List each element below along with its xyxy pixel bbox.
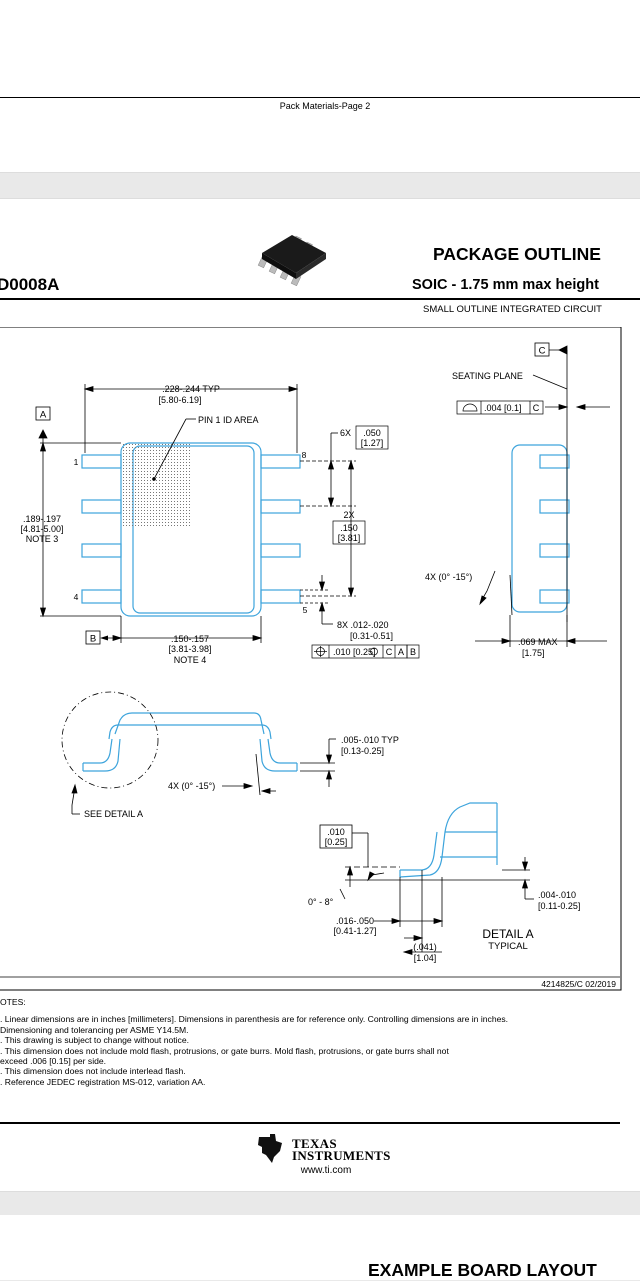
brand-url: www.ti.com xyxy=(300,1165,352,1176)
max-height-in: .069 MAX xyxy=(518,637,558,647)
pin-8-label: 8 xyxy=(302,450,307,460)
see-detail-label: SEE DETAIL A xyxy=(84,809,143,819)
pin-4-label: 4 xyxy=(74,592,79,602)
drawing-number: 4214825/C 02/2019 xyxy=(541,979,616,989)
front-view xyxy=(82,712,298,772)
ti-logo: TEXAS INSTRUMENTS xyxy=(256,1133,396,1173)
header-rule xyxy=(0,298,640,300)
previous-page: Pack Materials-Page 2 xyxy=(0,0,640,173)
length-note: NOTE 3 xyxy=(26,534,59,544)
note-line: . Reference JEDEC registration MS-012, v… xyxy=(0,1076,206,1087)
flatness-tol: .004 [0.1] xyxy=(484,403,522,413)
span-count: 2X xyxy=(343,510,354,520)
span-in: .150 xyxy=(340,523,358,533)
note-line: Dimensioning and tolerancing per ASME Y1… xyxy=(0,1024,189,1035)
max-height-mm: [1.75] xyxy=(522,648,545,658)
detail-sub: TYPICAL xyxy=(488,941,528,952)
side-view xyxy=(511,444,570,613)
thick-mm: [0.11-0.25] xyxy=(538,901,580,911)
position-ref-b: B xyxy=(410,647,416,657)
brand-name-1: TEXAS xyxy=(292,1136,337,1151)
foot-angle: 0° - 8° xyxy=(308,897,334,907)
seating-plane-label: SEATING PLANE xyxy=(452,371,523,381)
length-in: .189-.197 xyxy=(23,514,61,524)
pin1-area-label: PIN 1 ID AREA xyxy=(198,415,259,425)
next-page-title: EXAMPLE BOARD LAYOUT xyxy=(368,1260,597,1280)
length-mm: [4.81-5.00] xyxy=(20,524,63,534)
body-width-in: .150-.157 xyxy=(171,634,209,644)
note-line: . This dimension does not include mold f… xyxy=(0,1045,449,1056)
width-typ-in: .228-.244 TYP xyxy=(162,384,220,394)
brand-name-2: INSTRUMENTS xyxy=(292,1148,391,1163)
pin-1-label: 1 xyxy=(74,457,79,467)
note-line: . This dimension does not include interl… xyxy=(0,1066,186,1077)
width-typ-mm: [5.80-6.19] xyxy=(158,395,201,405)
package-code: D0008A xyxy=(0,275,60,294)
standoff-mm: [0.13-0.25] xyxy=(341,746,384,756)
footer-rule xyxy=(0,1122,620,1124)
pin1-id-area xyxy=(122,444,190,528)
gauge-in: .010 xyxy=(327,827,345,837)
note-line: . This drawing is subject to change with… xyxy=(0,1035,190,1046)
position-ref-a: A xyxy=(398,647,404,657)
body-width-note: NOTE 4 xyxy=(174,655,207,665)
pitch-mm: [1.27] xyxy=(361,438,384,448)
standoff-in: .005-.010 TYP xyxy=(341,735,399,745)
detail-a xyxy=(399,802,498,878)
chip-package-image xyxy=(257,235,326,286)
position-tol: .010 [0.25] xyxy=(333,647,376,657)
angle-front: 4X (0° -15°) xyxy=(168,781,215,791)
lead-count: 8X .012-.020 xyxy=(337,620,389,630)
detail-title: DETAIL A xyxy=(482,927,533,941)
gauge-mm: [0.25] xyxy=(325,837,348,847)
notes-heading: OTES: xyxy=(0,997,26,1007)
position-ref-c: C xyxy=(386,647,393,657)
package-outline-page: PACKAGE OUTLINE D0008A SOIC - 1.75 mm ma… xyxy=(0,198,640,1192)
foot-len-mm: [0.41-1.27] xyxy=(333,926,376,936)
lead-mm: [0.31-0.51] xyxy=(350,631,393,641)
span-mm: [3.81] xyxy=(338,533,361,543)
datum-c: C xyxy=(539,346,546,357)
top-view xyxy=(81,442,301,617)
thick-in: .004-.010 xyxy=(538,890,576,900)
footprint-in: (.041) xyxy=(413,942,437,952)
angle-side: 4X (0° -15°) xyxy=(425,572,472,582)
package-outline-drawing: A B C .228-.244 TYP [5.80-6.19] PIN 1 ID… xyxy=(0,327,622,991)
flatness-ref: C xyxy=(533,403,540,413)
body-width-mm: [3.81-3.98] xyxy=(168,644,211,654)
footprint-mm: [1.04] xyxy=(414,953,437,963)
pitch-count: 6X xyxy=(340,428,351,438)
page-footer: Pack Materials-Page 2 xyxy=(279,101,371,111)
pin-5-label: 5 xyxy=(303,605,308,615)
datum-b: B xyxy=(90,634,96,645)
page-title: PACKAGE OUTLINE xyxy=(433,244,601,264)
foot-len-in: .016-.050 xyxy=(336,916,374,926)
page-subtitle: SOIC - 1.75 mm max height xyxy=(412,277,599,293)
next-page: EXAMPLE BOARD LAYOUT xyxy=(0,1215,640,1280)
pitch-in: .050 xyxy=(363,428,381,438)
notes-section: OTES: . Linear dimensions are in inches … xyxy=(0,997,640,1087)
ti-state-icon xyxy=(258,1134,282,1163)
note-line: . Linear dimensions are in inches [milli… xyxy=(0,1014,509,1025)
footer-rule xyxy=(0,97,640,98)
datum-a: A xyxy=(40,410,47,421)
package-description: SMALL OUTLINE INTEGRATED CIRCUIT xyxy=(423,304,602,315)
note-line: exceed .006 [0.15] per side. xyxy=(0,1056,107,1067)
